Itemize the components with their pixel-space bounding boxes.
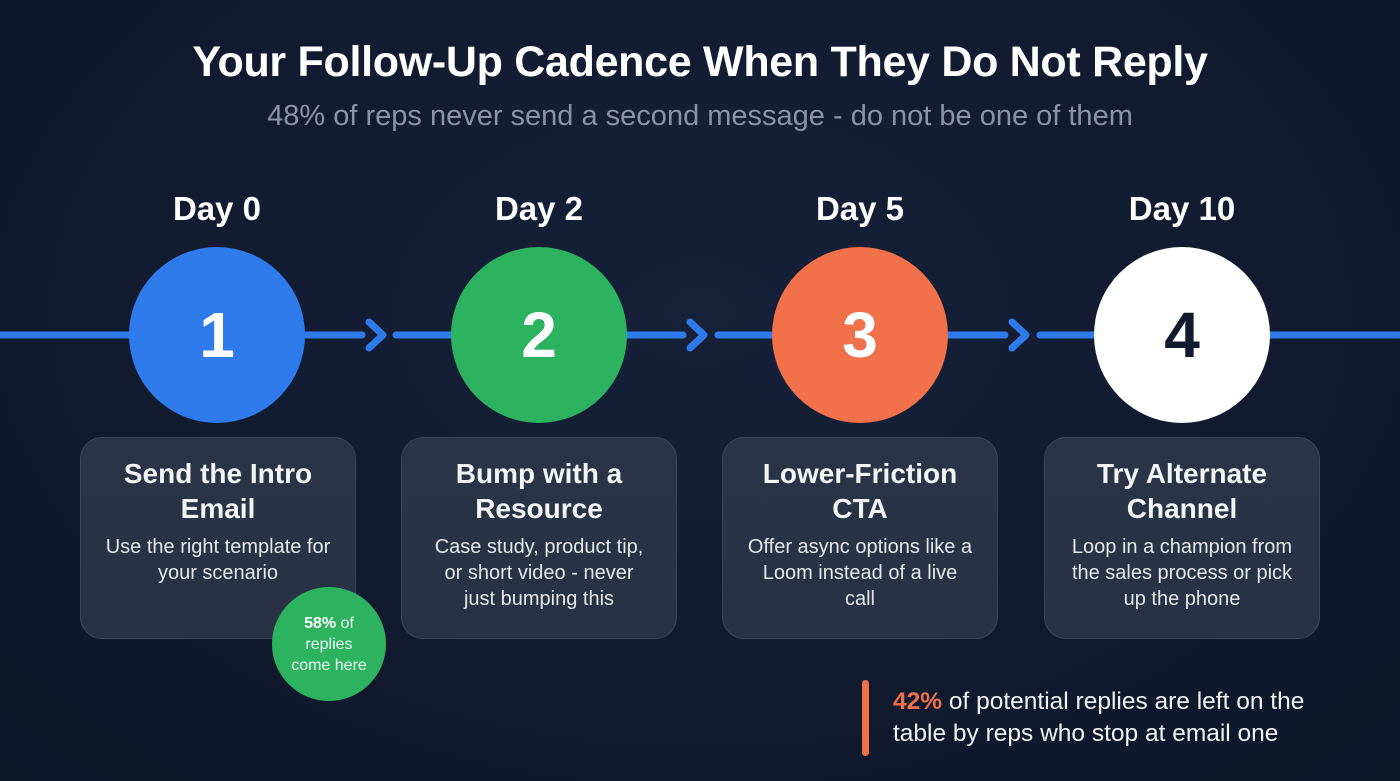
- step-number-circle: 2: [451, 247, 627, 423]
- step-description: Loop in a champion from the sales proces…: [1071, 536, 1293, 610]
- badge-line-2: replies: [305, 635, 353, 653]
- step-title-line: Send the Intro: [123, 458, 313, 489]
- callout-text: 42% of potential replies are left on the…: [893, 680, 1363, 756]
- step-title-line: Try Alternate: [1096, 458, 1268, 489]
- chevron-right-icon: [686, 318, 708, 352]
- step-card: Bump with a Resource Case study, product…: [401, 437, 677, 639]
- badge-percent: 58%: [304, 614, 337, 632]
- step-card: Try Alternate Channel Loop in a champion…: [1044, 437, 1320, 639]
- step-title: Try Alternate Channel: [1045, 456, 1319, 526]
- reply-stat-badge: 58% of replies come here: [272, 587, 386, 701]
- day-label: Day 2: [494, 190, 584, 227]
- step-title-line: Channel: [1126, 493, 1238, 524]
- callout-body: of potential replies are left on the tab…: [893, 688, 1305, 747]
- step-title-line: Email: [180, 493, 256, 524]
- step-title: Lower-Friction CTA: [723, 456, 997, 526]
- step-description: Offer async options like a Loom instead …: [747, 536, 973, 610]
- badge-line-3: come here: [291, 656, 367, 674]
- badge-text: of: [336, 614, 354, 632]
- step-title-line: Resource: [475, 493, 603, 524]
- page-title: Your Follow-Up Cadence When They Do Not …: [192, 38, 1208, 86]
- stat-callout: 42% of potential replies are left on the…: [862, 680, 1363, 756]
- chevron-right-icon: [365, 318, 387, 352]
- chevron-right-icon: [1008, 318, 1030, 352]
- page-subtitle: 48% of reps never send a second message …: [267, 100, 1133, 132]
- step-description: Use the right template for your scenario: [105, 536, 331, 584]
- day-label: Day 10: [1128, 190, 1236, 227]
- step-number-circle: 4: [1094, 247, 1270, 423]
- step-title: Bump with a Resource: [402, 456, 676, 526]
- step-title-line: Bump with a: [455, 458, 623, 489]
- day-label: Day 5: [815, 190, 905, 227]
- step-card: Lower-Friction CTA Offer async options l…: [722, 437, 998, 639]
- step-title-line: CTA: [832, 493, 888, 524]
- callout-percent: 42%: [893, 688, 943, 715]
- step-number-circle: 3: [772, 247, 948, 423]
- step-number-circle: 1: [129, 247, 305, 423]
- day-label: Day 0: [172, 190, 262, 227]
- step-description: Case study, product tip, or short video …: [434, 536, 644, 610]
- step-title: Send the Intro Email: [81, 456, 355, 526]
- badge-line-1: 58% of: [304, 613, 354, 634]
- callout-accent-bar: [862, 680, 869, 756]
- step-title-line: Lower-Friction: [762, 458, 958, 489]
